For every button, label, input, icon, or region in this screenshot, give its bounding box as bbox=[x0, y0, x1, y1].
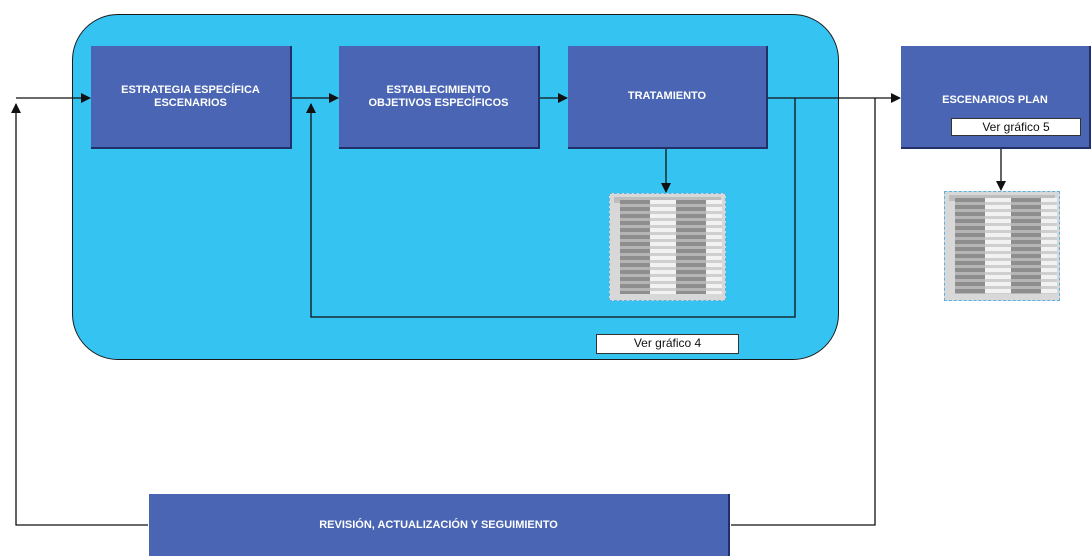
ver-grafico-4-reference[interactable]: Ver gráfico 4 bbox=[596, 334, 739, 354]
ver-grafico-5-reference[interactable]: Ver gráfico 5 bbox=[951, 118, 1081, 136]
revision-actualizacion-label: REVISIÓN, ACTUALIZACIÓN Y SEGUIMIENTO bbox=[319, 518, 558, 531]
outer-loop-to-revision bbox=[731, 98, 876, 526]
revision-back-to-start bbox=[11, 103, 148, 526]
escenarios-plan-label: ESCENARIOS PLAN bbox=[942, 94, 1048, 106]
establecimiento-objetivos-label: ESTABLECIMIENTO OBJETIVOS ESPECÍFICOS bbox=[368, 83, 509, 109]
table-thumbnail-icon bbox=[944, 191, 1060, 301]
estrategia-especifica-label: ESTRATEGIA ESPECÍFICA ESCENARIOS bbox=[121, 83, 260, 109]
establecimiento-objetivos-box: ESTABLECIMIENTO OBJETIVOS ESPECÍFICOS bbox=[339, 46, 540, 149]
inner-feedback-loop bbox=[306, 98, 796, 318]
table-thumbnail-icon bbox=[609, 193, 726, 301]
tratamiento-box: TRATAMIENTO bbox=[568, 46, 768, 149]
estrategia-especifica-box: ESTRATEGIA ESPECÍFICA ESCENARIOS bbox=[91, 46, 292, 149]
revision-actualizacion-box: REVISIÓN, ACTUALIZACIÓN Y SEGUIMIENTO bbox=[149, 494, 730, 556]
tratamiento-label: TRATAMIENTO bbox=[627, 90, 707, 102]
